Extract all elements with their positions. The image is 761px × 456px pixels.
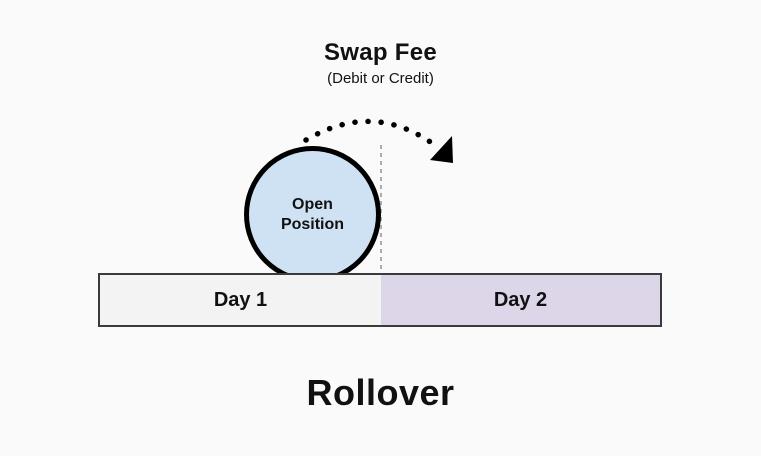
day2-label: Day 2 [493, 288, 548, 311]
day1-label: Day 1 [213, 288, 268, 311]
diagram-subtitle: (Debit or Credit) [327, 70, 434, 88]
open-position-circle: Open Position [244, 146, 381, 283]
day2-bar: Day 2 [381, 273, 662, 327]
title-block: Swap Fee (Debit or Credit) [0, 39, 761, 88]
arrowhead-icon [430, 136, 453, 163]
rollover-arc-dotted-arrow [303, 118, 439, 149]
diagram-title: Swap Fee [323, 39, 438, 66]
day1-bar: Day 1 [98, 273, 383, 327]
open-position-label-line2: Position [280, 215, 345, 233]
diagram-caption: Rollover [306, 372, 455, 413]
open-position-label-line1: Open [292, 195, 333, 213]
